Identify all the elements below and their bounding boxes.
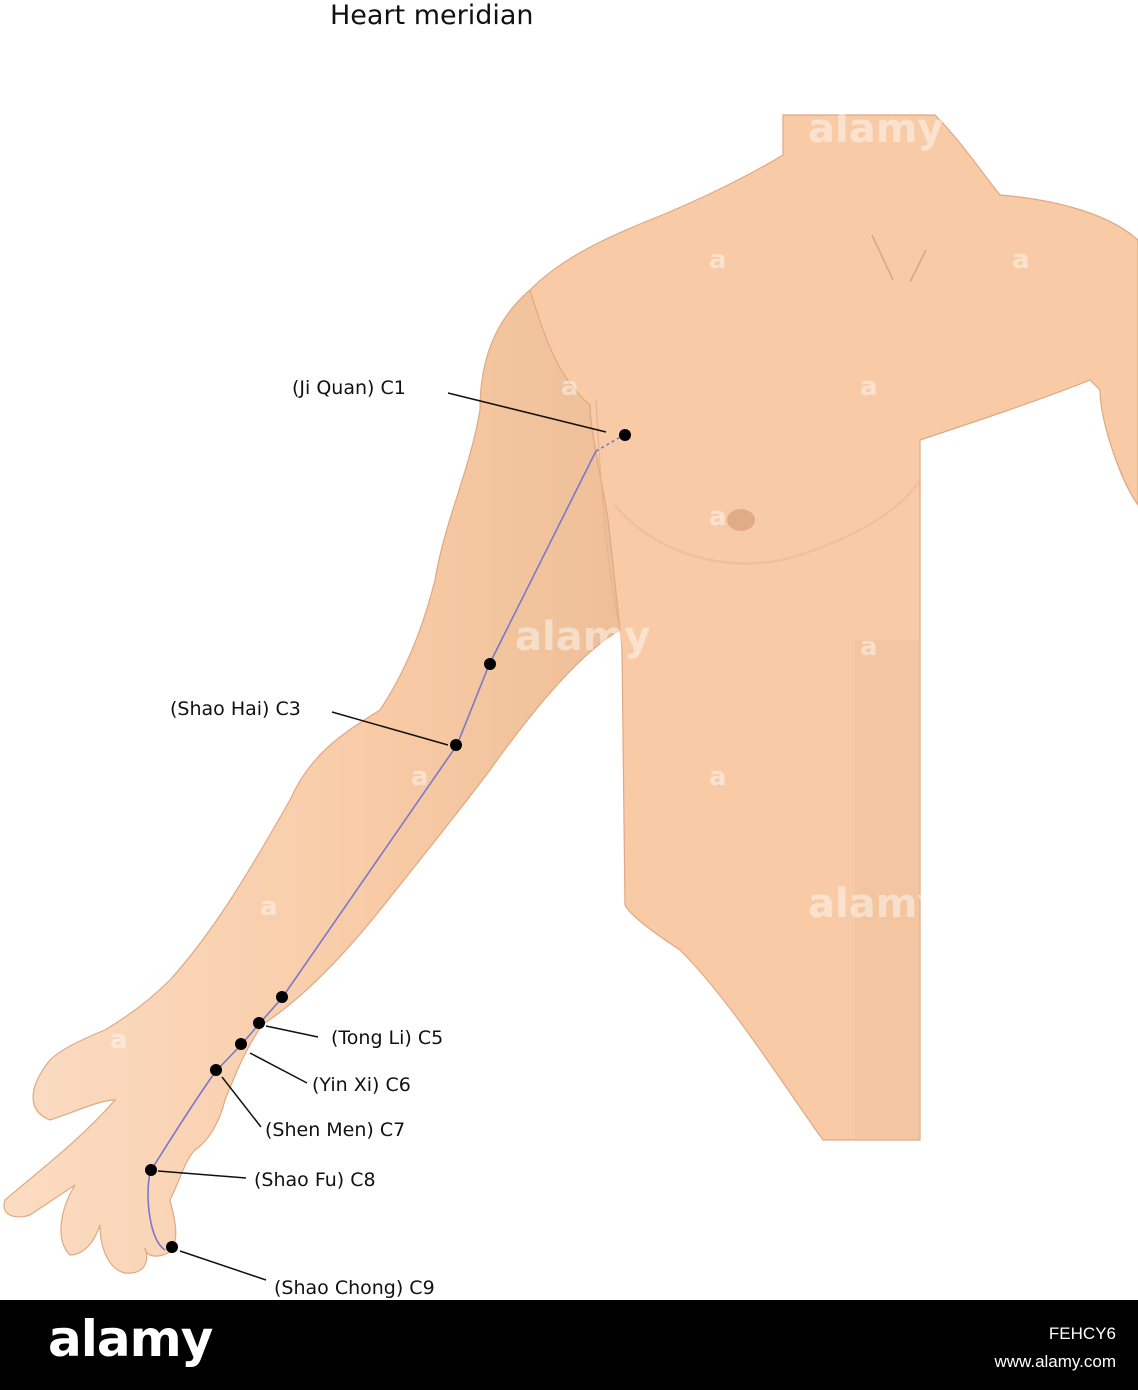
label-c7: (Shen Men) C7 bbox=[265, 1119, 405, 1141]
watermark-2: alamy bbox=[515, 614, 650, 660]
leader-line-c5 bbox=[265, 1025, 319, 1038]
watermark-a-4: a bbox=[860, 372, 878, 402]
watermark-1: alamy bbox=[808, 106, 943, 152]
arm-shape bbox=[3, 288, 621, 1274]
label-c1: (Ji Quan) C1 bbox=[292, 377, 406, 399]
collarbone-line-right bbox=[909, 249, 927, 283]
leader-line-c6 bbox=[249, 1052, 308, 1084]
watermark-a-5: a bbox=[709, 502, 727, 532]
leader-line-c7 bbox=[221, 1076, 262, 1128]
footer-logo[interactable]: alamy bbox=[48, 1310, 213, 1368]
torso-side-shadow bbox=[855, 640, 920, 1140]
watermark-3: alamy bbox=[808, 881, 943, 927]
point-c7[interactable] bbox=[210, 1064, 222, 1076]
leader-line-c1 bbox=[447, 392, 607, 433]
point-c9[interactable] bbox=[166, 1241, 178, 1253]
label-c3: (Shao Hai) C3 bbox=[170, 698, 301, 720]
point-c3[interactable] bbox=[450, 739, 462, 751]
point-c6[interactable] bbox=[235, 1038, 247, 1050]
watermark-a-10: a bbox=[110, 1025, 128, 1055]
point-c5[interactable] bbox=[253, 1017, 265, 1029]
watermark-a-3: a bbox=[561, 372, 579, 402]
leader-line-c9 bbox=[179, 1250, 267, 1281]
watermark-a-6: a bbox=[860, 632, 878, 662]
watermark-a-7: a bbox=[411, 762, 429, 792]
label-c8: (Shao Fu) C8 bbox=[254, 1169, 376, 1191]
point-c4[interactable] bbox=[276, 991, 288, 1003]
watermark-a-1: a bbox=[709, 245, 727, 275]
watermark-a-2: a bbox=[1012, 245, 1030, 275]
label-c9: (Shao Chong) C9 bbox=[274, 1277, 435, 1299]
torso-shape bbox=[515, 114, 1138, 1141]
point-c2[interactable] bbox=[484, 658, 496, 670]
stock-footer-bar: alamy FEHCY6 www.alamy.com bbox=[0, 1300, 1138, 1390]
watermark-a-9: a bbox=[260, 892, 278, 922]
armpit-crease bbox=[595, 399, 621, 631]
collarbone-line-left bbox=[871, 234, 894, 281]
footer-url[interactable]: www.alamy.com bbox=[994, 1352, 1116, 1371]
leader-line-c3 bbox=[331, 711, 449, 746]
diagram-title: Heart meridian bbox=[330, 0, 534, 31]
label-c6: (Yin Xi) C6 bbox=[312, 1074, 411, 1096]
point-c8[interactable] bbox=[145, 1164, 157, 1176]
footer-image-id: FEHCY6 bbox=[1048, 1324, 1116, 1343]
leader-line-c8 bbox=[157, 1170, 247, 1179]
heart-meridian-line-dashed bbox=[595, 434, 625, 452]
nipple bbox=[727, 509, 755, 531]
heart-meridian-line bbox=[147, 450, 597, 1251]
watermark-a-8: a bbox=[709, 762, 727, 792]
chest-contour bbox=[614, 479, 922, 565]
heart-meridian-diagram: Heart meridian (Ji Quan) C1 (Shao Hai) C… bbox=[3, 0, 1138, 1299]
point-c1[interactable] bbox=[619, 429, 631, 441]
label-c5: (Tong Li) C5 bbox=[331, 1027, 443, 1049]
